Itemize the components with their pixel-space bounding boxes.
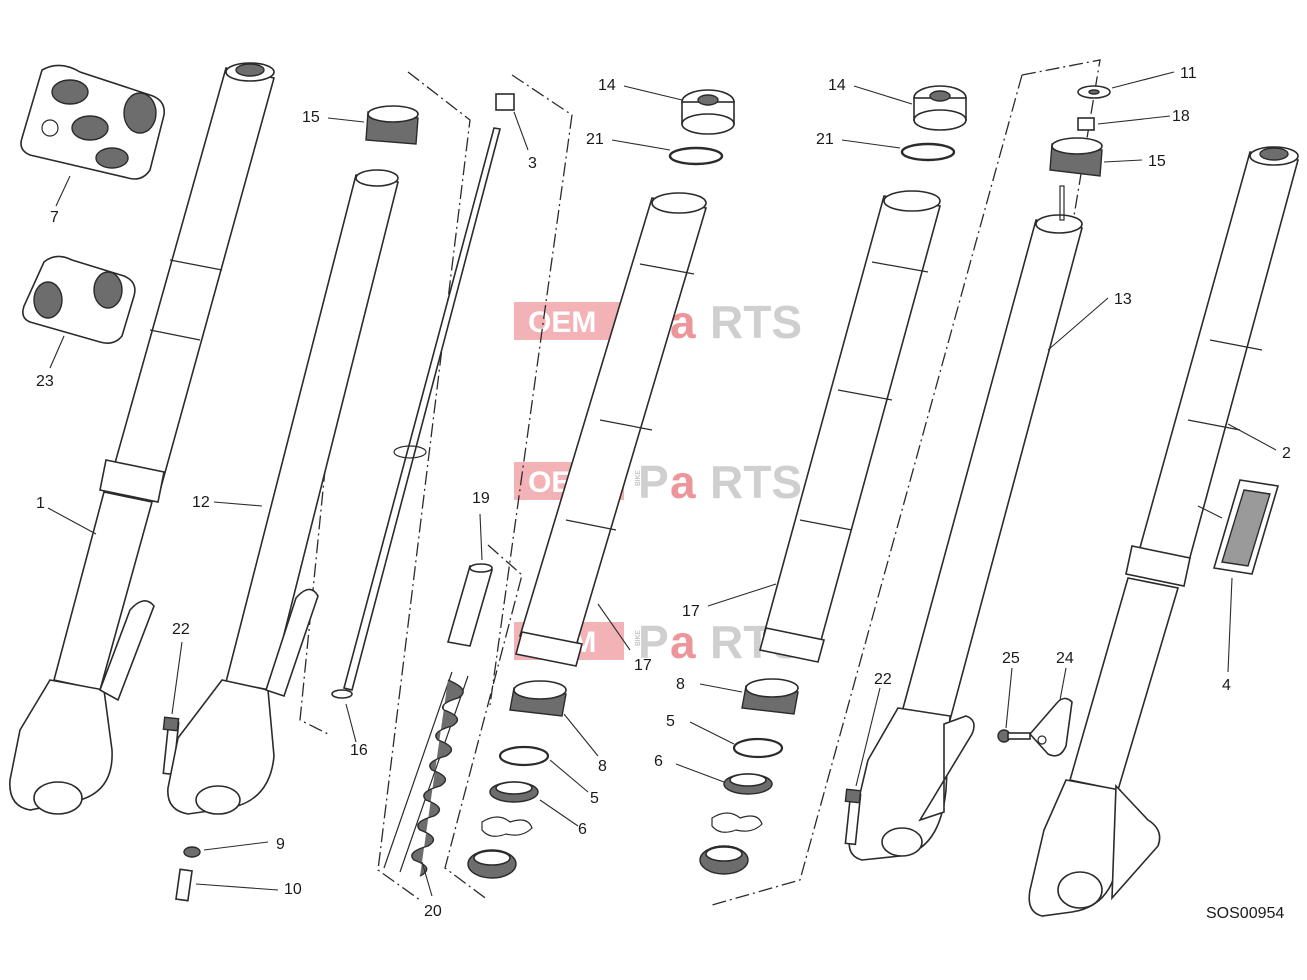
callout-18: 18 xyxy=(1172,108,1190,125)
watermark-top: OEM BIKE P a RTS xyxy=(514,296,802,348)
fork-leg-left[interactable] xyxy=(9,62,275,815)
callout-1: 1 xyxy=(36,495,45,512)
o-ring-21-left[interactable] xyxy=(668,146,724,166)
bushing-8-left[interactable] xyxy=(509,680,567,717)
svg-text:BIKE: BIKE xyxy=(635,630,642,646)
assembly-line-right-lower xyxy=(711,74,1023,906)
outer-tube-17-right[interactable] xyxy=(759,190,942,663)
callout-15-left: 15 xyxy=(302,109,320,126)
clip-left[interactable] xyxy=(481,816,533,837)
callout-25: 25 xyxy=(1002,650,1020,667)
dust-seal-left[interactable] xyxy=(467,849,517,879)
callout-19: 19 xyxy=(472,490,490,507)
callout-2: 2 xyxy=(1282,445,1291,462)
drawing-code: SOS00954 xyxy=(1206,905,1284,922)
callout-16: 16 xyxy=(350,742,368,759)
callout-17-left: 17 xyxy=(634,657,652,674)
spring-20[interactable] xyxy=(383,671,469,877)
upper-triple-clamp[interactable] xyxy=(20,64,166,180)
callout-24: 24 xyxy=(1056,650,1074,667)
watermark-middle: OEM BIKE P a RTS xyxy=(514,456,802,508)
callout-22-left: 22 xyxy=(172,621,190,638)
svg-text:OEM: OEM xyxy=(528,306,596,339)
o-ring-21-right[interactable] xyxy=(900,142,956,162)
washer-9[interactable] xyxy=(183,846,201,858)
svg-text:RTS: RTS xyxy=(710,456,802,508)
assembly-line-cartridge-left xyxy=(489,74,573,706)
callout-13: 13 xyxy=(1114,291,1132,308)
assembly-line-cartridge-lower xyxy=(444,544,523,901)
svg-text:a: a xyxy=(670,616,696,668)
callout-5-left: 5 xyxy=(590,790,599,807)
lower-triple-clamp[interactable] xyxy=(22,255,136,344)
assembly-line-spring xyxy=(377,71,471,901)
callout-20: 20 xyxy=(424,903,442,920)
bushing-8-right[interactable] xyxy=(741,678,799,715)
clip-right[interactable] xyxy=(711,812,763,833)
rod-end-16[interactable] xyxy=(331,689,353,699)
callout-15-right: 15 xyxy=(1148,153,1166,170)
bracket-24[interactable] xyxy=(1028,697,1073,757)
screw-25[interactable] xyxy=(997,729,1031,743)
callout-17-right: 17 xyxy=(682,603,700,620)
fork-leg-inner[interactable] xyxy=(167,169,399,815)
svg-text:a: a xyxy=(670,456,696,508)
svg-text:P: P xyxy=(638,456,669,508)
callout-21-left: 21 xyxy=(586,131,604,148)
svg-text:P: P xyxy=(638,616,669,668)
washer-5-left[interactable] xyxy=(498,745,550,767)
bolt-10[interactable] xyxy=(175,868,193,902)
bushing-15-left[interactable] xyxy=(365,105,419,145)
callout-8-left: 8 xyxy=(598,758,607,775)
callout-5-right: 5 xyxy=(666,713,675,730)
callout-6-left: 6 xyxy=(578,821,587,838)
svg-text:RTS: RTS xyxy=(710,296,802,348)
callout-11: 11 xyxy=(1180,65,1197,82)
callout-8-right: 8 xyxy=(676,676,685,693)
dust-seal-right[interactable] xyxy=(699,845,749,875)
callout-9: 9 xyxy=(276,836,285,853)
washer-11[interactable] xyxy=(1077,85,1111,99)
reflector-4[interactable] xyxy=(1212,479,1280,575)
screw-22-right[interactable] xyxy=(844,788,862,846)
fork-leg-right[interactable] xyxy=(1028,146,1300,917)
callout-14-right: 14 xyxy=(828,77,846,94)
washer-5-right[interactable] xyxy=(732,737,784,759)
outer-tube-17-left[interactable] xyxy=(515,192,708,667)
cartridge-19[interactable] xyxy=(446,563,494,647)
callout-14-left: 14 xyxy=(598,77,616,94)
callout-4: 4 xyxy=(1222,677,1231,694)
nut-18[interactable] xyxy=(1077,117,1095,131)
oil-seal-6-right[interactable] xyxy=(723,773,773,795)
callout-7: 7 xyxy=(50,209,59,226)
oil-seal-6-left[interactable] xyxy=(489,781,539,803)
bushing-15-right[interactable] xyxy=(1049,137,1103,177)
callout-6-right: 6 xyxy=(654,753,663,770)
nut-3[interactable] xyxy=(495,93,515,111)
top-cap-14-left[interactable] xyxy=(681,89,735,135)
damper-rod[interactable] xyxy=(343,127,501,691)
assembly-line-rod xyxy=(299,419,331,736)
svg-text:BIKE: BIKE xyxy=(635,470,642,486)
callout-22-right: 22 xyxy=(874,671,892,688)
callout-12: 12 xyxy=(192,494,210,511)
callout-21-right: 21 xyxy=(816,131,834,148)
inner-tube-13[interactable] xyxy=(848,185,1083,861)
top-cap-14-right[interactable] xyxy=(913,85,967,131)
callout-3: 3 xyxy=(528,155,537,172)
callout-10: 10 xyxy=(284,881,302,898)
callout-23: 23 xyxy=(36,373,54,390)
